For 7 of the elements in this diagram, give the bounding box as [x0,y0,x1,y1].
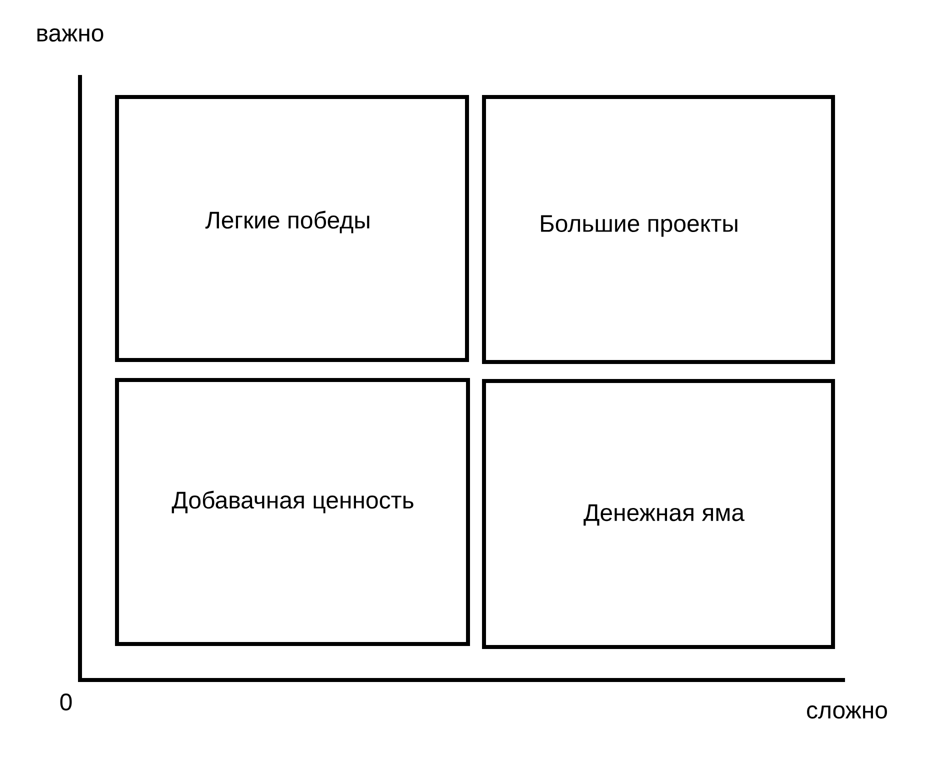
axis-label: сложно [807,705,887,719]
quadrant-box: Легкие победы [115,95,469,362]
origin-label: 0 [60,694,72,710]
quadrant-box: Большие проекты [482,95,835,364]
quadrant-box: Добавачная ценность [115,378,470,646]
axis-label: важно [37,28,104,42]
quadrant-box: Денежная яма [482,379,835,649]
